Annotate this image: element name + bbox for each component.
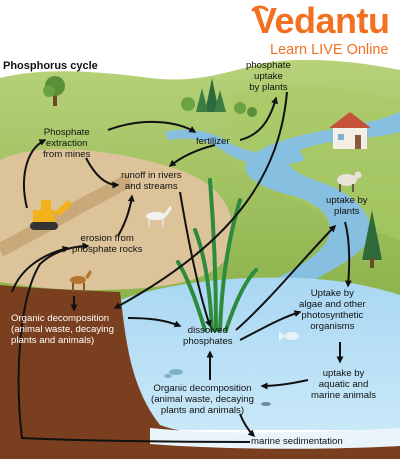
arrow-fertilizer-to-plants xyxy=(239,96,278,141)
arrow-aquatic-to-decomp xyxy=(260,379,309,390)
arrow-decomp-to-sediment xyxy=(239,413,256,438)
cycle-arrows xyxy=(11,91,352,443)
arrow-plants-to-decomp xyxy=(113,91,288,309)
arrow-soil-to-erosion xyxy=(11,245,70,293)
horse xyxy=(146,206,172,227)
deer xyxy=(70,270,92,292)
quarry-road xyxy=(0,173,134,257)
excavator xyxy=(30,200,72,230)
arrow-erosion-to-runoff xyxy=(117,194,135,237)
arrow-runoff-to-dissolved xyxy=(179,191,212,328)
fish xyxy=(164,331,299,406)
arrow-dissolved-to-algae xyxy=(239,310,302,341)
label-organic-decomposition-land: Organic decomposition (animal waste, dec… xyxy=(11,313,114,346)
tree-right xyxy=(362,210,382,268)
logo-swoosh-icon xyxy=(251,5,269,12)
label-uptake-aquatic: uptake by aquatic and marine animals xyxy=(311,368,377,401)
label-dissolved-phosphates: dissolved phosphates xyxy=(183,325,233,347)
brand-tagline: Learn LIVE Online xyxy=(270,42,389,58)
pine-trees xyxy=(196,78,226,112)
label-uptake-algae: Uptake by algae and other photosynthetic… xyxy=(299,288,366,332)
label-phosphate-uptake-plants: phosphate uptake by plants xyxy=(246,60,291,93)
brand-name: Vedantu xyxy=(253,0,390,41)
label-erosion: erosion from phosphate rocks xyxy=(72,233,143,255)
lake xyxy=(119,277,400,430)
cow xyxy=(337,171,362,192)
farm-house xyxy=(329,112,371,149)
quarry-sand xyxy=(0,149,233,290)
sediment-band xyxy=(150,428,400,449)
soil-layer xyxy=(0,285,400,459)
label-phosphate-extraction: Phosphate extraction from mines xyxy=(43,127,91,160)
river-top xyxy=(165,129,305,166)
vedantu-logo xyxy=(247,2,397,66)
arrow-dissolved-to-uptake-plants xyxy=(235,224,337,331)
label-runoff: runoff in rivers and streams xyxy=(121,170,182,192)
arrow-extraction-to-runoff xyxy=(85,157,120,189)
diagram-title: Phosphorus cycle xyxy=(3,60,98,72)
label-fertilizer: fertilizer xyxy=(196,136,230,147)
label-uptake-plants-right: uptake by plants xyxy=(326,195,368,217)
bushes xyxy=(181,97,257,117)
arrow-uptake-plants-to-algae xyxy=(344,221,352,288)
arrow-mine-to-extraction xyxy=(23,139,47,209)
arrow-sediment-to-soil xyxy=(17,242,251,443)
arrow-extraction-to-fertilizer xyxy=(107,121,197,133)
arrow-fertilizer-to-runoff xyxy=(168,144,216,167)
tree-left xyxy=(43,76,65,106)
label-organic-decomposition-water: Organic decomposition (animal waste, dec… xyxy=(151,383,254,416)
label-marine-sedimentation: marine sedimentation xyxy=(251,436,343,447)
arrow-decomp-land-to-dissolved xyxy=(127,317,182,328)
